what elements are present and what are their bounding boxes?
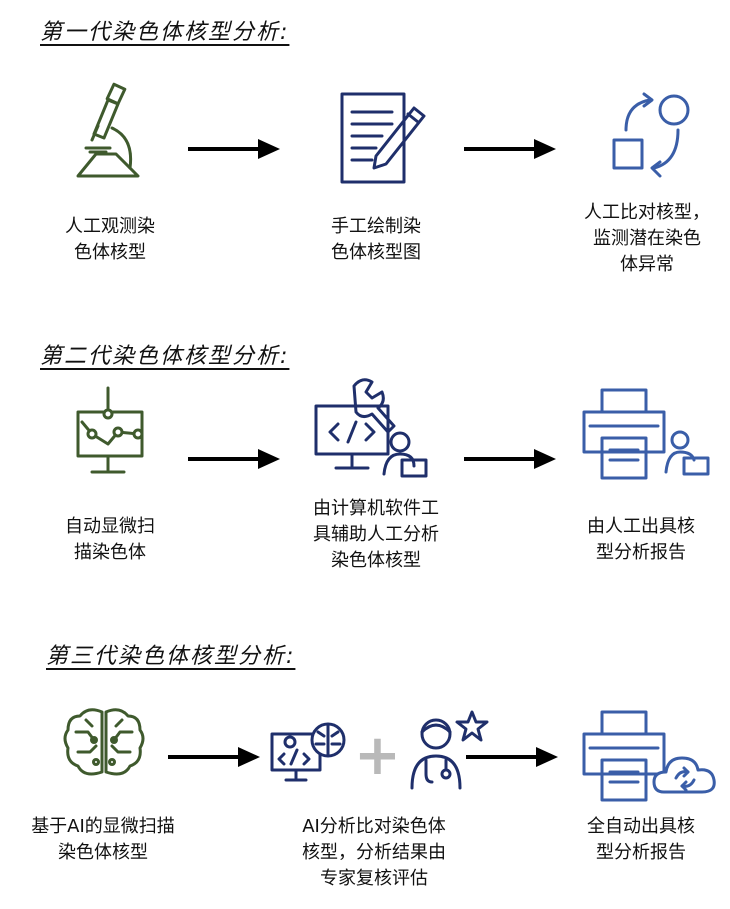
scan-monitor-icon [72, 384, 148, 480]
step-2-3-label: 由人工出具核 型分析报告 [587, 516, 695, 563]
code-computer-user-icon [310, 374, 432, 482]
step-3-2-label: AI分析比对染色体 核型，分析结果由 专家复核评估 [302, 816, 446, 889]
plus-icon: + [354, 723, 401, 788]
printer-user-icon [580, 386, 712, 482]
step-1-1-label: 人工观测染 色体核型 [65, 216, 155, 263]
section-2-title: 第二代染色体核型分析: [40, 344, 290, 369]
section-3-title: 第三代染色体核型分析: [46, 644, 296, 669]
arrow-1-1 [188, 139, 280, 159]
step-1-2-label: 手工绘制染 色体核型图 [331, 216, 421, 263]
ai-brain-icon [62, 706, 146, 780]
arrow-2-2 [464, 449, 556, 469]
step-3-3-label: 全自动出具核 型分析报告 [587, 816, 695, 863]
document-pencil-icon [336, 84, 428, 188]
step-1-3-label: 人工比对核型， 监测潜在染色 体异常 [584, 202, 710, 275]
microscope-icon [72, 82, 148, 182]
arrow-3-2 [466, 747, 558, 767]
step-2-2-label: 由计算机软件工 具辅助人工分析 染色体核型 [313, 498, 439, 571]
section-1-title: 第一代染色体核型分析: [40, 20, 290, 45]
arrow-1-2 [464, 139, 556, 159]
doctor-star-icon [408, 708, 492, 790]
step-3-1-label: 基于AI的显微扫描 染色体核型 [31, 816, 175, 863]
printer-cloud-icon [580, 708, 726, 804]
arrow-3-1 [168, 747, 260, 767]
step-2-1-label: 自动显微扫 描染色体 [65, 516, 155, 563]
arrow-2-1 [188, 449, 280, 469]
ai-computer-icon [268, 720, 348, 782]
compare-cycle-icon [606, 90, 698, 180]
